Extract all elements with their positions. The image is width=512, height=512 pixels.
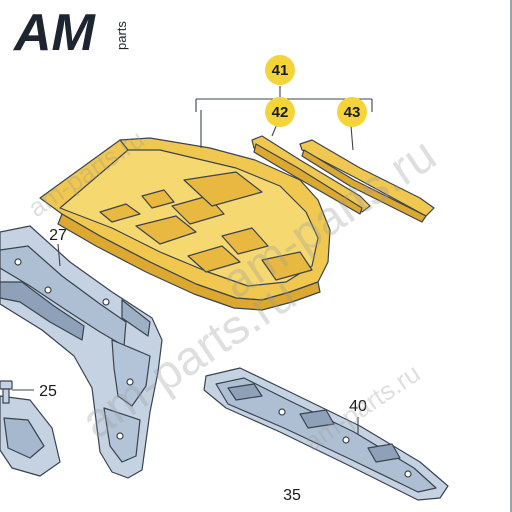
callout-43[interactable]: 43 [337, 97, 367, 127]
logo-brand-text: AM [12, 4, 97, 62]
trim-strip-part [299, 139, 435, 223]
logo-suffix-text: parts [114, 21, 129, 50]
am-parts-logo: AM parts [12, 4, 129, 62]
callout-35[interactable]: 35 [283, 487, 301, 504]
callout-41[interactable]: 41 [265, 55, 295, 85]
callout-circle [265, 55, 295, 85]
callout-27[interactable]: 27 [49, 227, 67, 244]
callout-number: 41 [272, 62, 289, 79]
bolt-part [0, 380, 13, 404]
trim-strip-part [251, 135, 371, 215]
rear-parcel-shelf-part [39, 137, 331, 311]
callout-circle [265, 97, 295, 127]
callout-40[interactable]: 40 [349, 398, 367, 415]
callout-circle [337, 97, 367, 127]
callout-25[interactable]: 25 [39, 383, 57, 400]
callout-42[interactable]: 42 [265, 97, 295, 127]
rear-panel-frame-part [0, 225, 163, 479]
cross-member-part [203, 367, 449, 501]
callout-number: 43 [344, 104, 361, 121]
callout-number: 42 [272, 104, 289, 121]
